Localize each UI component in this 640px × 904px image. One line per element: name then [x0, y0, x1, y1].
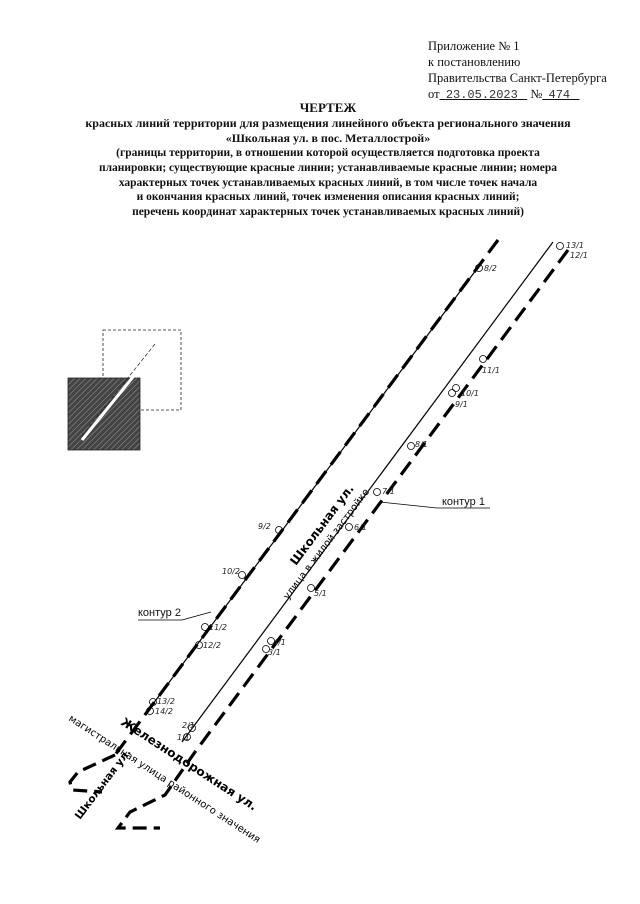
point-label: 11/2 [209, 623, 227, 632]
point-marker [201, 623, 209, 631]
point-label: 14/2 [155, 707, 173, 716]
point-marker [183, 733, 191, 741]
point-label: 8/1 [415, 440, 428, 449]
point-label: 9/1 [455, 400, 468, 409]
point-labels-contour-2: 8/2 9/2 10/2 11/2 12/2 13/2 14/2 [155, 264, 497, 716]
appendix-block: Приложение № 1 к постановлению Правитель… [428, 38, 633, 103]
point-marker [448, 389, 456, 397]
number-underline: 474 [542, 87, 579, 102]
point-marker [149, 698, 157, 706]
contour-2-label: контур 2 [138, 607, 181, 619]
point-marker [188, 724, 196, 732]
street-rail-description: магистральная улица районного значения [66, 713, 262, 845]
bottom-boundary-left [68, 753, 116, 794]
desc-line-3: характерных точек устанавливаемых красны… [118, 176, 538, 189]
title-block: ЧЕРТЕЖ красных линий территории для разм… [78, 100, 578, 220]
bottom-boundary [68, 751, 197, 830]
point-label: 12/2 [203, 641, 221, 650]
contour-1-lines [181, 241, 570, 753]
point-marker [452, 384, 460, 392]
point-markers-contour-1 [183, 242, 564, 741]
point-label: 3/1 [268, 648, 281, 657]
point-marker [262, 645, 270, 653]
desc-line-5: перечень координат характерных точек уст… [132, 206, 524, 219]
contour-2-lines [113, 239, 500, 756]
point-label: 10/1 [461, 389, 479, 398]
red-line-contour-2 [146, 261, 483, 713]
point-marker [345, 523, 353, 531]
point-marker [373, 488, 381, 496]
from-prefix: от [428, 87, 440, 101]
title-line-1: красных линий территории для размещения … [85, 116, 571, 130]
desc-line-1: (границы территории, в отношении которой… [116, 147, 540, 159]
point-label: 13/1 [566, 241, 584, 250]
point-label: 4/1 [273, 638, 286, 647]
desc-line-4: и окончания красных линий, точек изменен… [136, 191, 520, 204]
point-markers-contour-2 [146, 264, 483, 715]
point-label: 9/2 [258, 522, 271, 531]
inset-street-line [79, 343, 156, 439]
point-marker [275, 526, 283, 534]
red-line-contour-1-outer [181, 241, 554, 743]
inset-street-strip [80, 345, 160, 441]
point-label: 6/1 [354, 523, 367, 532]
territory-boundary-right [193, 249, 570, 753]
point-marker [479, 355, 487, 363]
decree-date: 23.05.2023 [445, 88, 518, 102]
point-label: 8/2 [484, 264, 497, 273]
contour-2-leader [181, 611, 212, 621]
point-label: 13/2 [157, 697, 175, 706]
appendix-line-2: к постановлению [428, 55, 521, 69]
location-inset [67, 329, 182, 451]
inset-frame-dashed [102, 329, 182, 411]
number-prefix: № [530, 87, 543, 101]
point-marker [475, 264, 483, 272]
decree-number: 474 [548, 88, 571, 102]
contour-callouts: контур 1 контур 2 [138, 496, 490, 621]
point-label: 11/1 [482, 366, 500, 375]
bottom-boundary-right [114, 751, 197, 830]
point-label: 5/1 [314, 589, 327, 598]
title-line-2: «Школьная ул. в пос. Металлострой» [225, 131, 431, 145]
appendix-date-line: от 23.05.2023 № 474 [428, 86, 633, 103]
appendix-line-3: Правительства Санкт-Петербурга [428, 71, 607, 85]
point-marker [556, 242, 564, 250]
point-label: 1/1 [177, 733, 190, 742]
point-label: 7/1 [382, 487, 395, 496]
point-marker [195, 641, 203, 649]
title-heading: ЧЕРТЕЖ [299, 100, 357, 115]
point-label: 12/1 [570, 251, 588, 260]
point-label: 10/2 [222, 567, 240, 576]
point-marker [238, 571, 246, 579]
street-school-description: улица в жилой застройке [282, 487, 372, 602]
date-underline: 23.05.2023 [440, 87, 528, 102]
desc-line-2: планировки; существующие красные линии; … [98, 161, 558, 174]
point-label: 2/1 [182, 721, 195, 730]
point-marker [146, 707, 154, 715]
contour-1-label: контур 1 [442, 496, 485, 508]
appendix-line-1: Приложение № 1 [428, 39, 520, 53]
point-marker [267, 637, 275, 645]
contour-1-leader [379, 501, 438, 509]
point-marker [307, 584, 315, 592]
street-school-label-2: Школьная ул. [73, 747, 134, 822]
point-labels-contour-1: 13/1 12/1 11/1 10/1 9/1 8/1 7/1 6/1 5/1 … [177, 241, 588, 742]
point-marker [407, 442, 415, 450]
